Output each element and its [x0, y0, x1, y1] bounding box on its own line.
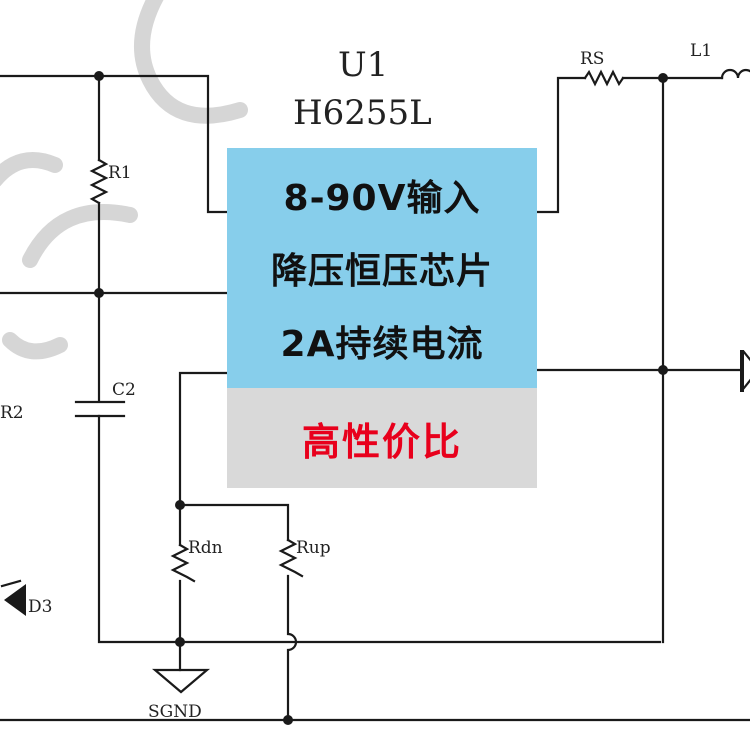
rdn-label: Rdn — [188, 538, 223, 558]
watermark — [0, 0, 248, 360]
c2-label: C2 — [112, 380, 136, 400]
rs-label: RS — [580, 49, 604, 69]
resistor-rup — [278, 538, 304, 578]
feature-chip-type: 降压恒压芯片 — [270, 251, 493, 292]
resistor-r1 — [89, 158, 109, 205]
l1-label: L1 — [690, 41, 712, 61]
wire-vin — [0, 74, 230, 214]
sgnd-symbol — [151, 668, 211, 694]
r1-label: R1 — [108, 163, 132, 183]
highlight-text: 高性价比 — [301, 419, 462, 464]
wire-sw — [535, 76, 587, 214]
d3-label: D3 — [28, 597, 52, 617]
diode-d3 — [4, 584, 26, 616]
highlight-panel: 高性价比 — [227, 388, 537, 488]
wire-rup-crossover — [286, 574, 298, 722]
resistor-rs — [583, 69, 625, 87]
resistor-rdn — [170, 543, 196, 583]
rup-label: Rup — [296, 538, 331, 558]
junction-dot — [283, 715, 293, 725]
wire-fb — [178, 371, 230, 507]
junction-dot — [658, 73, 668, 83]
feature-input-range: 8-90V输入 — [283, 178, 481, 219]
feature-current: 2A持续电流 — [280, 324, 484, 365]
junction-dot — [94, 288, 104, 298]
wire-fb-top — [178, 503, 290, 542]
wire-gnd-return — [97, 414, 662, 644]
r2-label: R2 — [0, 403, 24, 423]
capacitor-c2 — [74, 400, 126, 418]
sgnd-label: SGND — [148, 702, 202, 722]
junction-dot — [94, 71, 104, 81]
inductor-l1 — [720, 68, 750, 80]
chip-part-label: H6255L — [293, 93, 432, 133]
chip-ref-label: U1 — [338, 45, 388, 85]
chip-feature-panel: 8-90V输入 降压恒压芯片 2A持续电流 — [227, 148, 537, 388]
junction-dot — [175, 637, 185, 647]
junction-dot — [175, 500, 185, 510]
junction-dot — [658, 365, 668, 375]
